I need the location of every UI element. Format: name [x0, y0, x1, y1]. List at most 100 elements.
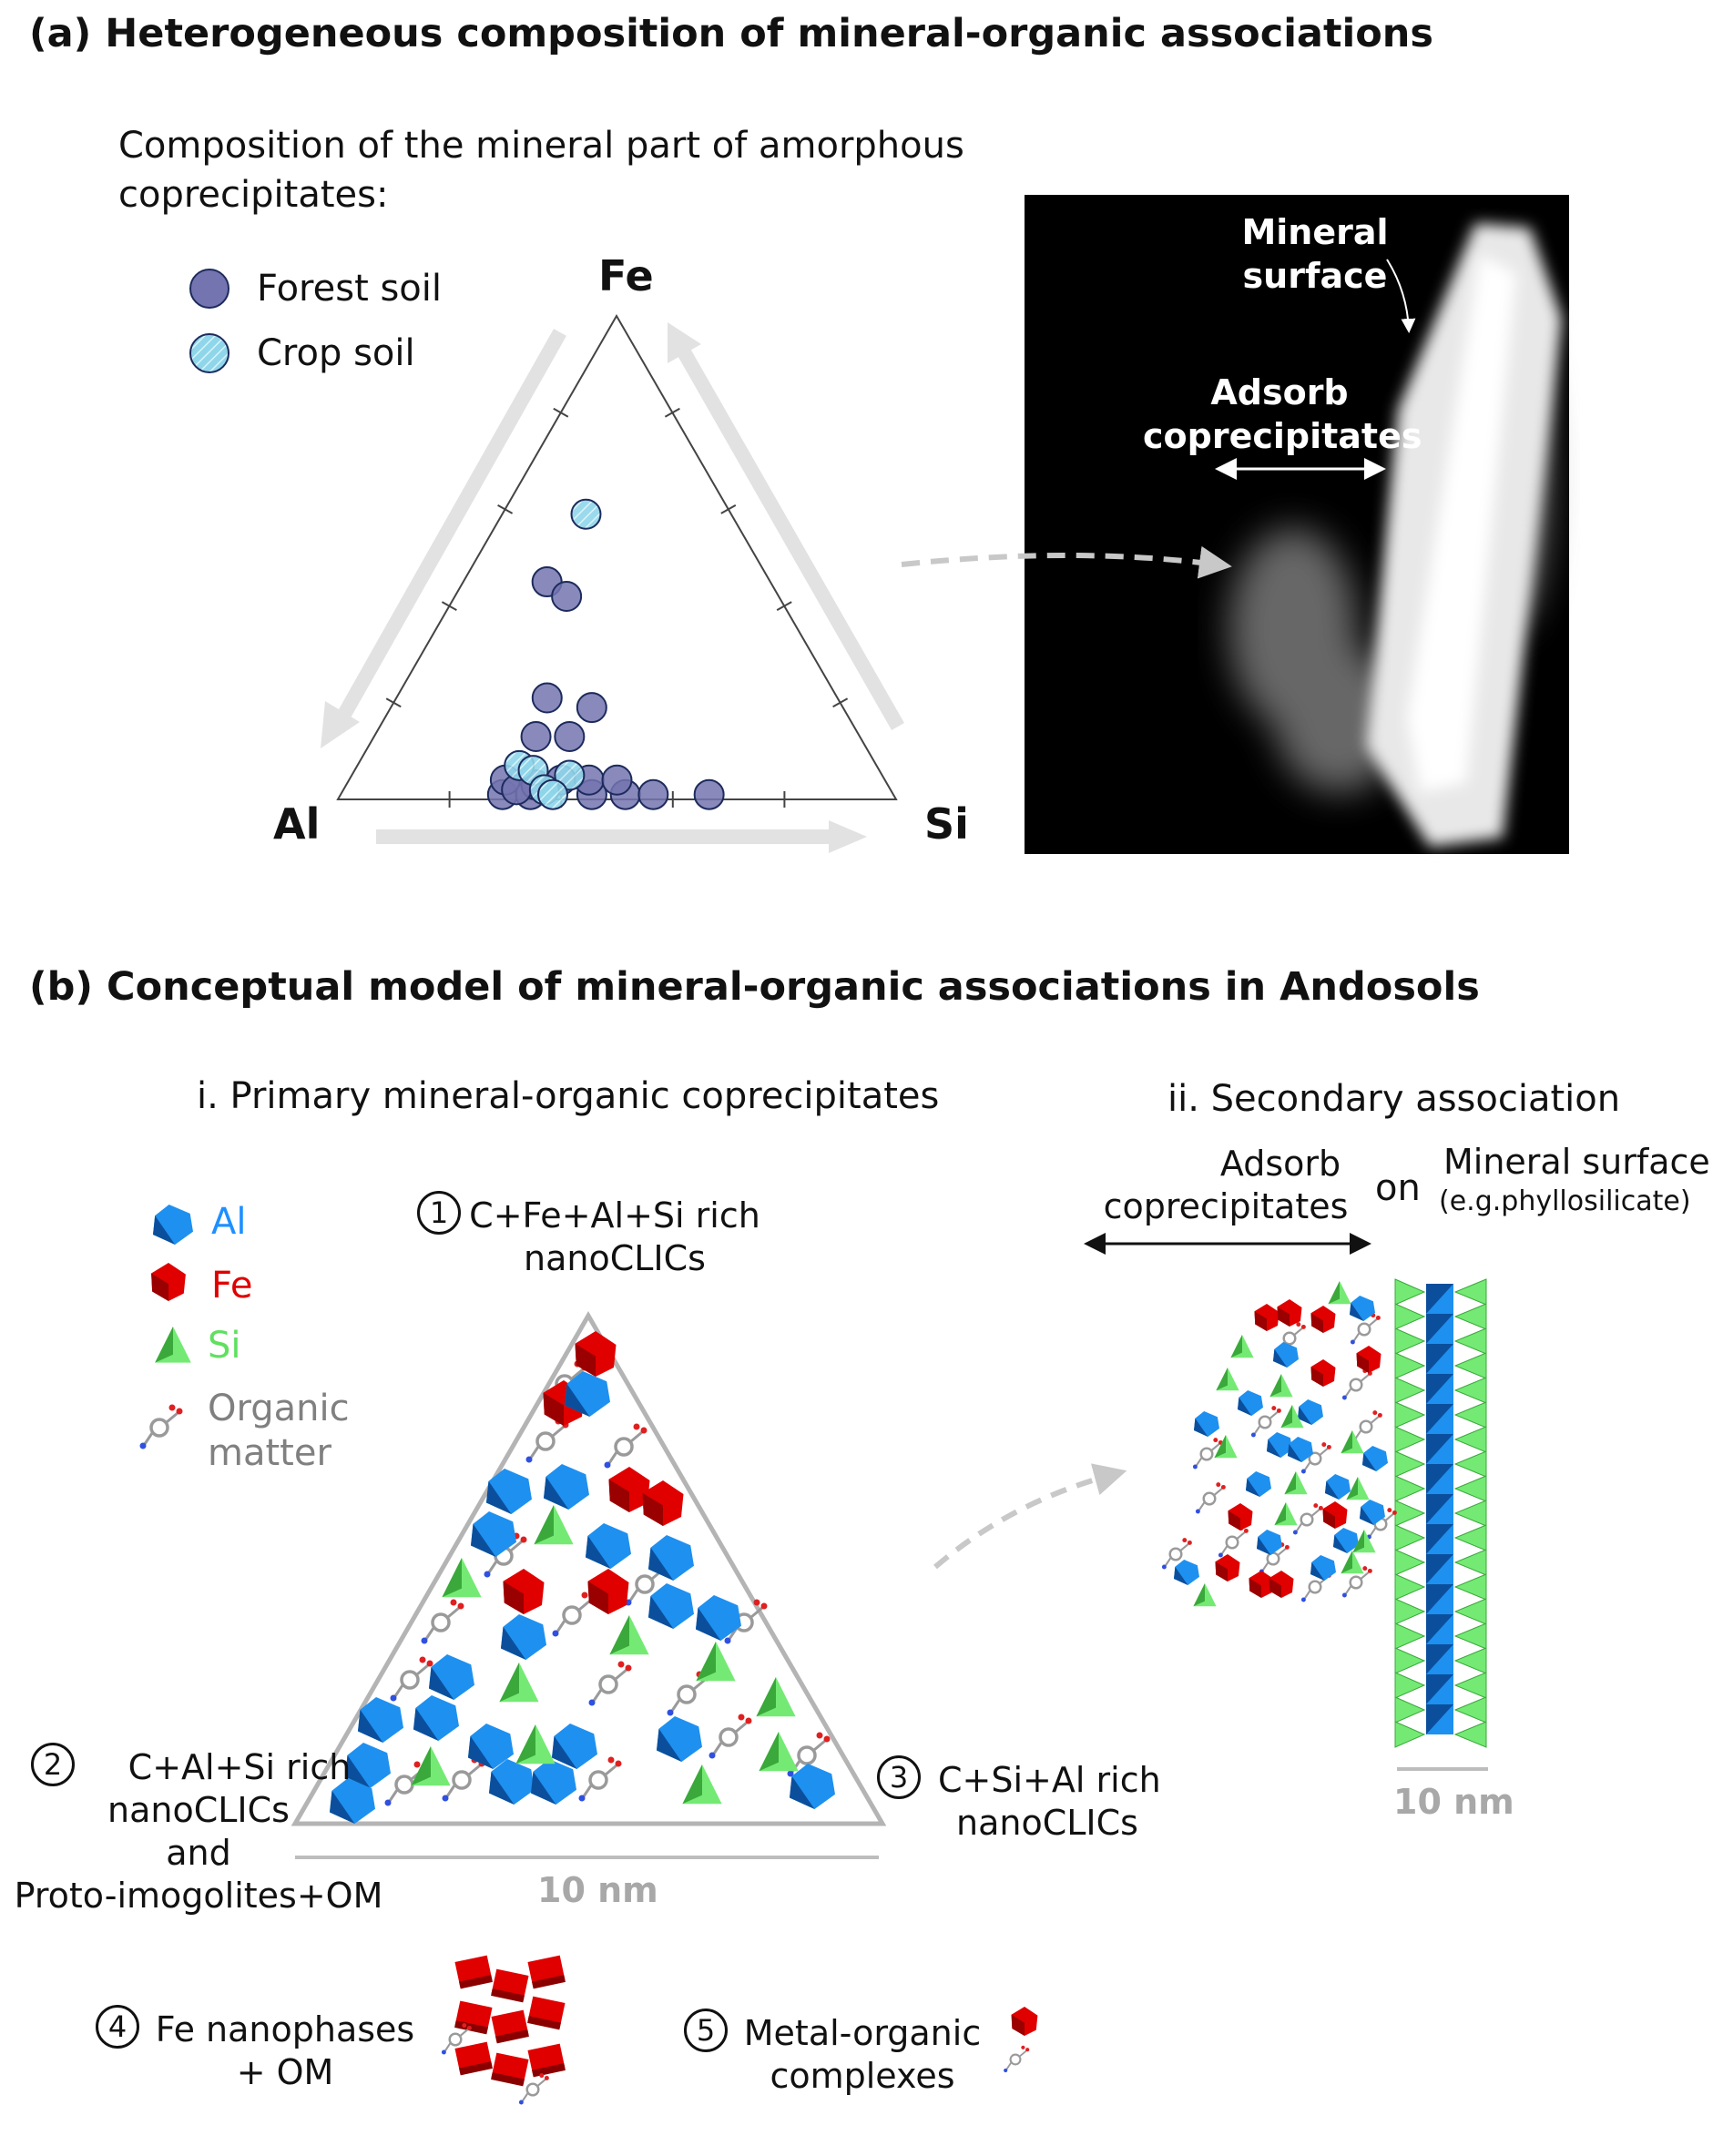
organic-bond — [1344, 1388, 1352, 1398]
nitrogen-atom — [724, 1637, 731, 1644]
type-number-1: 1 — [417, 1191, 461, 1235]
al-octahedron-shade — [501, 1626, 526, 1660]
si-tetrahedron-shade — [534, 1505, 554, 1545]
al-octahedron-shade — [1194, 1418, 1208, 1437]
scale-bar-secondary-label: 10 nm — [1393, 1782, 1514, 1822]
si-tetrahedron-shade — [1193, 1583, 1205, 1607]
organic-bond — [1164, 1557, 1172, 1567]
secondary-adsorb-line2: coprecipitates — [1103, 1186, 1349, 1227]
al-octahedral-sheet-shade — [1426, 1524, 1453, 1554]
vertex-label-si: Si — [924, 799, 969, 849]
organic-bond — [1319, 1447, 1329, 1456]
organic-bond — [529, 1446, 540, 1459]
fe-octahedron-shade — [1269, 1578, 1281, 1598]
oxygen-atom — [1367, 1568, 1372, 1573]
vertex-label-fe: Fe — [598, 251, 654, 300]
al-octahedron-shade — [1267, 1439, 1281, 1458]
type-number-2: 2 — [31, 1743, 75, 1786]
fe-nanophase-shade — [532, 2063, 566, 2078]
type-2-line3: and — [166, 1833, 231, 1874]
ternary-tick — [385, 697, 402, 708]
organic-bond — [388, 1789, 399, 1802]
organic-bond — [1195, 1457, 1203, 1467]
dashed-arrow-to-tem — [901, 545, 1232, 579]
type-2-line2: nanoCLICs — [107, 1790, 290, 1831]
al-octahedron-shade — [531, 1771, 556, 1805]
al-octahedron-shade — [1325, 1480, 1340, 1500]
organic-molecule — [1349, 1575, 1363, 1590]
oxygen-atom — [520, 1536, 527, 1543]
type-number-5: 5 — [684, 2009, 728, 2052]
oxygen-atom — [615, 1760, 622, 1767]
si-tetrahedron-shade — [1269, 1374, 1281, 1398]
oxygen-atom — [1213, 1438, 1218, 1443]
si-tetrahedron-right — [1453, 1573, 1487, 1601]
organic-bond — [750, 1606, 763, 1619]
si-tetrahedron-shade — [1230, 1335, 1242, 1358]
al-octahedral-sheet-shade — [1426, 1464, 1453, 1494]
oxygen-atom — [544, 2075, 549, 2080]
organic-bond — [1303, 1461, 1311, 1471]
si-tetrahedron-right — [1453, 1426, 1487, 1453]
oxygen-atom — [1326, 1444, 1331, 1449]
al-octahedron-shade — [1333, 1534, 1348, 1553]
panel-a-title: (a) Heterogeneous composition of mineral… — [29, 11, 1433, 56]
nitrogen-atom — [1350, 1339, 1355, 1345]
al-octahedron-shade — [1360, 1506, 1374, 1525]
fe-octahedron-shade — [587, 1581, 608, 1614]
organic-bond — [1277, 1547, 1287, 1556]
oxygen-atom — [1182, 1538, 1188, 1543]
organic-bond — [1019, 2049, 1027, 2058]
si-tetrahedron-left — [1394, 1647, 1426, 1674]
al-octahedron-shade — [330, 1790, 355, 1824]
fe-octahedron-shade — [1011, 2014, 1025, 2036]
organic-bond — [1360, 1571, 1370, 1580]
fe-nanophase-shade — [527, 2016, 561, 2030]
data-point-forest-soil — [554, 720, 586, 752]
organic-molecule — [1266, 1551, 1280, 1566]
panel-a-subtitle-line2: coprecipitates: — [118, 174, 389, 216]
organic-bond — [424, 1627, 435, 1640]
organic-bond — [693, 1678, 706, 1691]
al-octahedron-shade — [696, 1607, 721, 1641]
oxygen-atom — [168, 1404, 176, 1411]
si-tetrahedron-left — [1394, 1696, 1426, 1724]
section-ii-heading: ii. Secondary association — [1167, 1078, 1621, 1120]
nitrogen-atom — [1218, 1552, 1223, 1558]
al-octahedron-shade — [565, 1383, 590, 1417]
organic-bond — [578, 1599, 591, 1612]
fe-octahedron-shade — [503, 1581, 524, 1614]
ternary-tick — [441, 601, 457, 611]
organic-bond — [1220, 1545, 1229, 1555]
al-octahedron-shade — [486, 1480, 512, 1514]
si-tetrahedron-left — [1394, 1672, 1426, 1699]
nitrogen-atom — [709, 1752, 716, 1759]
oxygen-atom — [753, 1599, 760, 1606]
organic-bond — [143, 1432, 154, 1445]
organic-bond — [735, 1721, 748, 1734]
organic-molecule — [1359, 1419, 1373, 1434]
nitrogen-atom — [484, 1571, 491, 1578]
si-tetrahedron-shade — [756, 1677, 776, 1717]
data-point-crop-soil — [537, 778, 568, 810]
ternary-tick — [664, 407, 680, 418]
panel-a-subtitle-line1: Composition of the mineral part of amorp… — [118, 125, 964, 167]
nitrogen-atom — [1300, 1469, 1306, 1474]
fe-octahedron-shade — [1356, 1353, 1369, 1373]
si-tetrahedron-right — [1453, 1401, 1487, 1429]
organic-bond — [1179, 1542, 1189, 1551]
nitrogen-atom — [384, 1799, 392, 1806]
secondary-on-label: on — [1375, 1167, 1421, 1209]
si-tetrahedron-shade — [609, 1615, 629, 1655]
organic-bond — [592, 1689, 603, 1702]
legend-label-si: Si — [208, 1325, 241, 1367]
fe-octahedron-shade — [1310, 1367, 1323, 1387]
organic-bond — [1384, 1512, 1394, 1521]
al-octahedral-sheet-shade — [1426, 1374, 1453, 1404]
si-tetrahedron-shade — [155, 1327, 173, 1363]
oxygen-atom — [640, 1427, 647, 1434]
si-tetrahedron-left — [1394, 1303, 1426, 1330]
type-3-line2: nanoCLICs — [956, 1803, 1138, 1844]
nitrogen-atom — [1004, 2068, 1008, 2073]
